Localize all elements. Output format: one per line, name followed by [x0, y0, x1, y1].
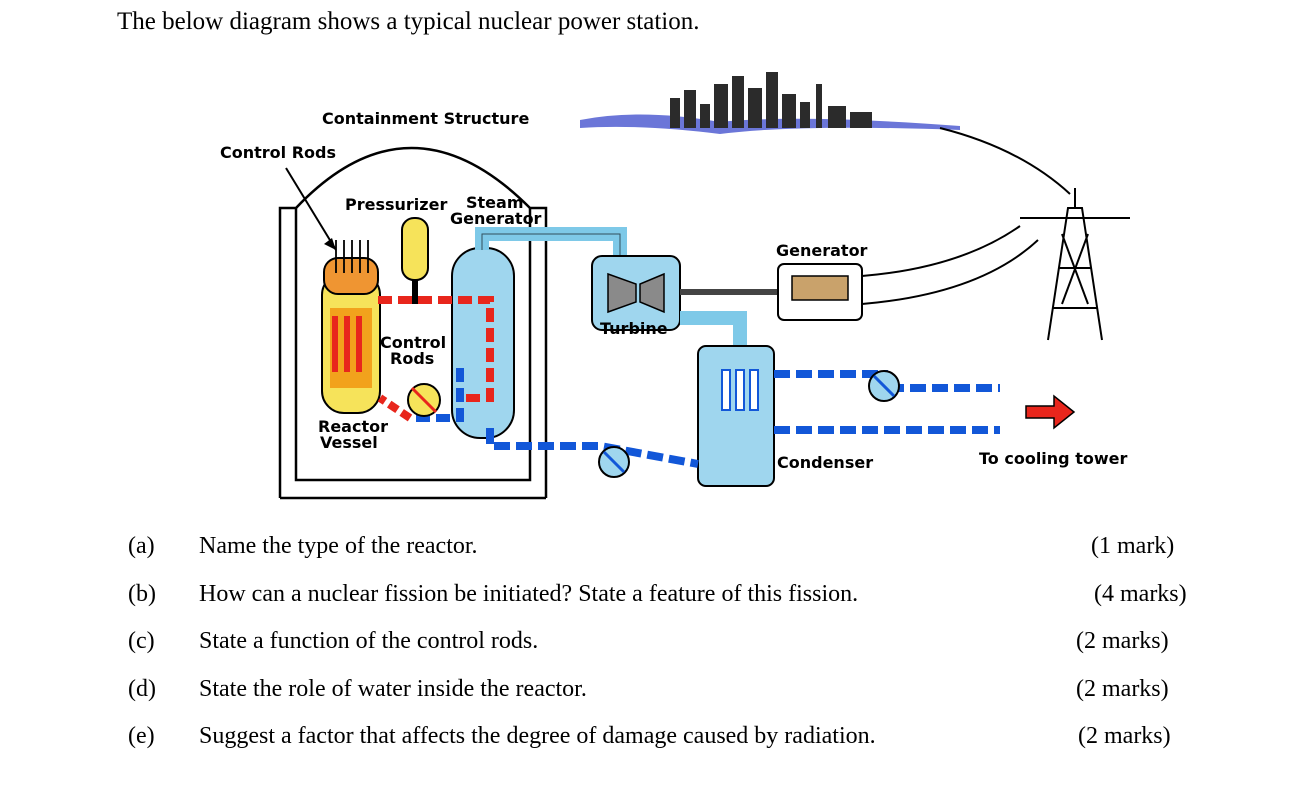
question-text: State a function of the control rods. [199, 628, 539, 654]
label-condenser: Condenser [777, 453, 873, 472]
question-marks: (2 marks) [1076, 628, 1169, 654]
exhaust-pipe [680, 311, 747, 348]
label-pressurizer: Pressurizer [345, 195, 447, 214]
question-c: (c) State a function of the control rods… [0, 628, 1301, 664]
question-label: (a) [128, 533, 155, 559]
primary-loop [377, 296, 494, 422]
reactor-coolant-pump [407, 383, 441, 417]
question-text: How can a nuclear fission be initiated? … [199, 581, 859, 607]
question-marks: (2 marks) [1076, 676, 1169, 702]
question-label: (c) [128, 628, 155, 654]
condenser [697, 345, 775, 487]
steam-line [475, 227, 627, 268]
nuclear-power-station-diagram: Containment Structure Control Rods Press… [220, 72, 1130, 500]
question-a: (a) Name the type of the reactor. (1 mar… [0, 533, 1301, 569]
question-e: (e) Suggest a factor that affects the de… [0, 723, 1301, 759]
label-vessel: Vessel [320, 433, 378, 452]
generator [777, 263, 863, 321]
question-text: Suggest a factor that affects the degree… [199, 723, 876, 749]
cooling-water-loop [774, 370, 1000, 434]
question-text: State the role of water inside the react… [199, 676, 587, 702]
question-b: (b) How can a nuclear fission be initiat… [0, 581, 1301, 617]
label-turbine: Turbine [600, 319, 668, 338]
question-label: (e) [128, 723, 155, 749]
question-d: (d) State the role of water inside the r… [0, 676, 1301, 712]
cooling-tower-arrow [1025, 394, 1076, 430]
pressurizer [401, 217, 429, 304]
label-control-inner: Control [380, 333, 446, 352]
question-label: (b) [128, 581, 156, 607]
question-label: (d) [128, 676, 156, 702]
turbine [591, 255, 681, 331]
label-generator: Generator [776, 241, 868, 260]
control-rods-pointer-head [324, 238, 336, 250]
cooling-pump [868, 370, 900, 402]
question-marks: (4 marks) [1094, 581, 1187, 607]
label-steam: Steam [466, 193, 524, 212]
label-containment-structure: Containment Structure [322, 109, 529, 128]
question-text: Name the type of the reactor. [199, 533, 478, 559]
question-marks: (2 marks) [1078, 723, 1171, 749]
label-rods-inner: Rods [390, 349, 434, 368]
city-skyline [580, 72, 960, 134]
feedwater-pump [598, 446, 630, 478]
transmission-tower [861, 127, 1130, 341]
label-cooling-tower: To cooling tower [979, 449, 1127, 468]
question-marks: (1 mark) [1091, 533, 1175, 559]
control-rods-pointer [285, 167, 337, 251]
feedwater-line [486, 428, 699, 468]
label-steam-generator: Generator [450, 209, 542, 228]
label-control-rods-top: Control Rods [220, 143, 336, 162]
reactor-vessel [321, 240, 381, 414]
intro-text: The below diagram shows a typical nuclea… [117, 8, 700, 35]
label-reactor: Reactor [318, 417, 388, 436]
